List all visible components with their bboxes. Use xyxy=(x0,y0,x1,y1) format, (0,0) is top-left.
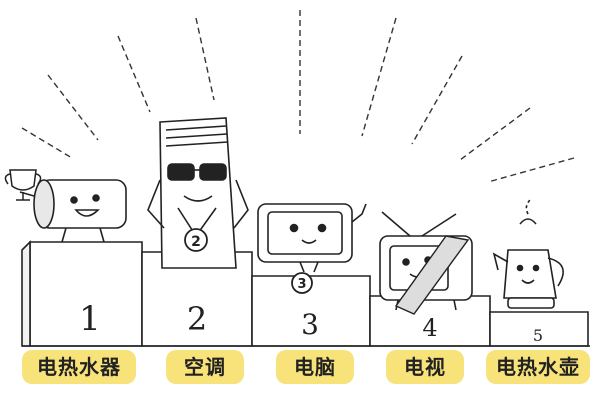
medal-icon: 3 xyxy=(291,272,313,294)
medal-second: 2 xyxy=(191,234,201,250)
label-computer: 电脑 xyxy=(276,350,354,384)
label-air-conditioner: 空调 xyxy=(166,350,244,384)
podium-number-3: 3 xyxy=(301,308,319,341)
podium-number-5: 5 xyxy=(533,326,543,345)
kettle-icon xyxy=(492,199,564,309)
podium-number-1: 1 xyxy=(79,299,101,339)
sash-icon xyxy=(394,235,470,315)
medal-icon: 2 xyxy=(184,228,208,252)
podium-number-2: 2 xyxy=(187,300,207,338)
podium-blocks xyxy=(21,240,590,347)
label-kettle: 电热水壶 xyxy=(486,350,590,384)
air-conditioner-icon xyxy=(147,117,249,269)
label-water-heater: 电热水器 xyxy=(22,350,136,384)
podium-number-4: 4 xyxy=(422,314,437,342)
sun-rays xyxy=(21,10,575,183)
sunglasses-icon xyxy=(167,163,227,181)
water-heater-icon xyxy=(19,179,127,243)
medal-third: 3 xyxy=(297,277,306,292)
computer-icon xyxy=(257,203,367,273)
label-tv: 电视 xyxy=(386,350,464,384)
